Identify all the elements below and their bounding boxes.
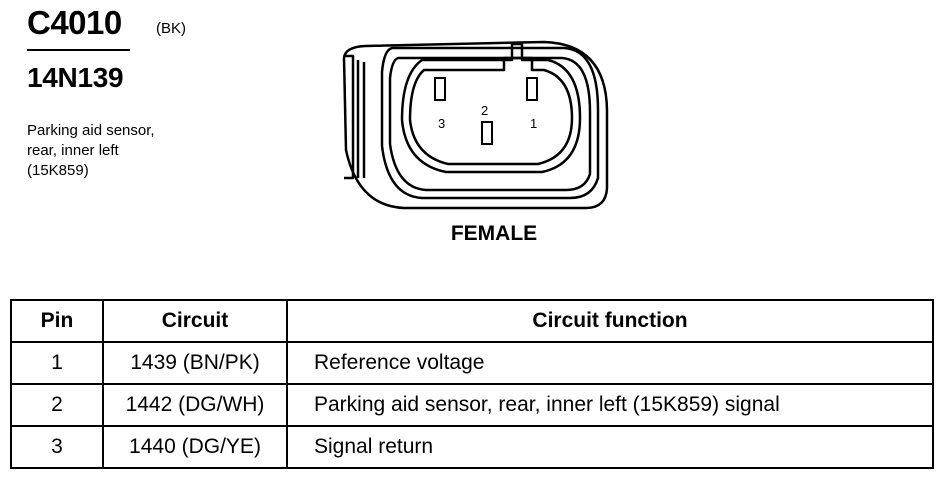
- connector-cavity: [400, 42, 582, 174]
- pin-2-terminal: [481, 121, 493, 145]
- connector-face-diagram: 3 2 1: [342, 40, 609, 210]
- circuit-cell: 1439 (BN/PK): [102, 341, 288, 385]
- pin-1-terminal: [526, 77, 538, 101]
- title-underline: [27, 49, 130, 51]
- pin-cell: 1: [10, 341, 104, 385]
- pin-2-label: 2: [481, 103, 488, 118]
- pin-3-terminal: [434, 77, 446, 101]
- pin-cell: 3: [10, 425, 104, 469]
- description-line-3: (15K859): [27, 162, 89, 179]
- connector-id: C4010: [27, 4, 122, 41]
- connector-shell: [380, 46, 600, 200]
- component-description: Parking aid sensor, rear, inner left (15…: [27, 121, 155, 181]
- header-circuit: Circuit: [102, 299, 288, 343]
- function-cell: Signal return: [286, 425, 934, 469]
- header-circuit-function: Circuit function: [286, 299, 934, 343]
- circuit-cell: 1440 (DG/YE): [102, 425, 288, 469]
- description-line-1: Parking aid sensor,: [27, 122, 155, 139]
- table-row: 3 1440 (DG/YE) Signal return: [10, 425, 934, 469]
- description-line-2: rear, inner left: [27, 142, 119, 159]
- function-cell: Parking aid sensor, rear, inner left (15…: [286, 383, 934, 427]
- table-row: 1 1439 (BN/PK) Reference voltage: [10, 341, 934, 385]
- pin-table: Pin Circuit Circuit function 1 1439 (BN/…: [10, 299, 934, 469]
- pin-cell: 2: [10, 383, 104, 427]
- table-header-row: Pin Circuit Circuit function: [10, 299, 934, 343]
- part-number: 14N139: [27, 62, 124, 93]
- function-cell: Reference voltage: [286, 341, 934, 385]
- pin-3-label: 3: [438, 116, 445, 131]
- table-row: 2 1442 (DG/WH) Parking aid sensor, rear,…: [10, 383, 934, 427]
- connector-color-code: (BK): [156, 20, 186, 37]
- header-pin: Pin: [10, 299, 104, 343]
- connector-latch: [344, 54, 355, 180]
- pin-1-label: 1: [530, 116, 537, 131]
- gender-label: FEMALE: [450, 222, 538, 245]
- circuit-cell: 1442 (DG/WH): [102, 383, 288, 427]
